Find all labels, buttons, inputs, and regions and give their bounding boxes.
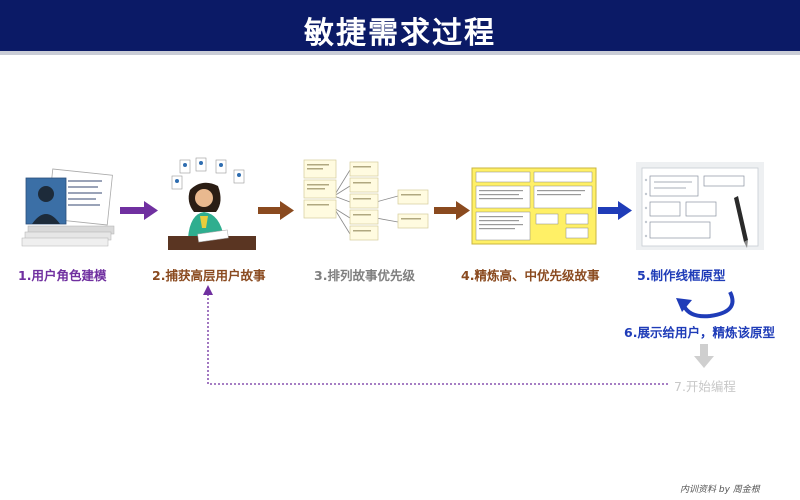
refine-loop-arrow [676,291,735,319]
arrow-4-to-5 [598,201,632,220]
step1-illustration [20,168,115,253]
step7-label: 7.开始编程 [674,379,736,394]
step5-label: 5.制作线框原型 [637,268,726,283]
feedback-loop-dotted [203,285,668,385]
arrow-2-to-3 [258,201,294,220]
step6-label: 6.展示给用户，精炼该原型 [624,325,775,340]
page-title: 敏捷需求过程 [304,16,496,51]
footer-credit: 内训资料 by 周金根 [680,485,760,495]
step2-illustration [160,156,260,254]
step4-label: 4.精炼高、中优先级故事 [461,268,600,283]
step4-illustration [470,166,598,246]
arrow-6-to-7 [694,344,714,368]
step3-label: 3.排列故事优先级 [314,268,415,283]
title-bar: 敏捷需求过程 [0,0,800,55]
step5-illustration [634,160,766,252]
step3-illustration [300,156,432,254]
arrow-3-to-4 [434,201,470,220]
arrow-1-to-2 [120,201,158,220]
step2-label: 2.捕获高层用户故事 [152,268,266,283]
step1-label: 1.用户角色建模 [18,268,107,283]
